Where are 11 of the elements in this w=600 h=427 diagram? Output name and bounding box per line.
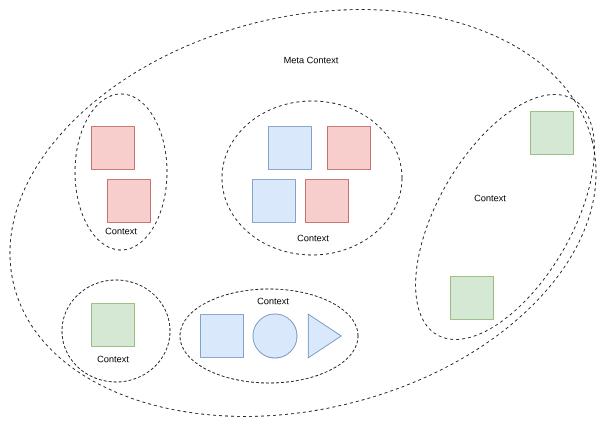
square <box>91 126 135 170</box>
circle <box>252 314 298 358</box>
square <box>450 276 494 320</box>
square <box>268 126 312 170</box>
square <box>107 179 151 223</box>
square <box>305 179 349 223</box>
square <box>200 314 244 358</box>
square <box>530 111 574 155</box>
square <box>327 126 371 170</box>
square <box>252 179 296 223</box>
square <box>91 303 135 347</box>
